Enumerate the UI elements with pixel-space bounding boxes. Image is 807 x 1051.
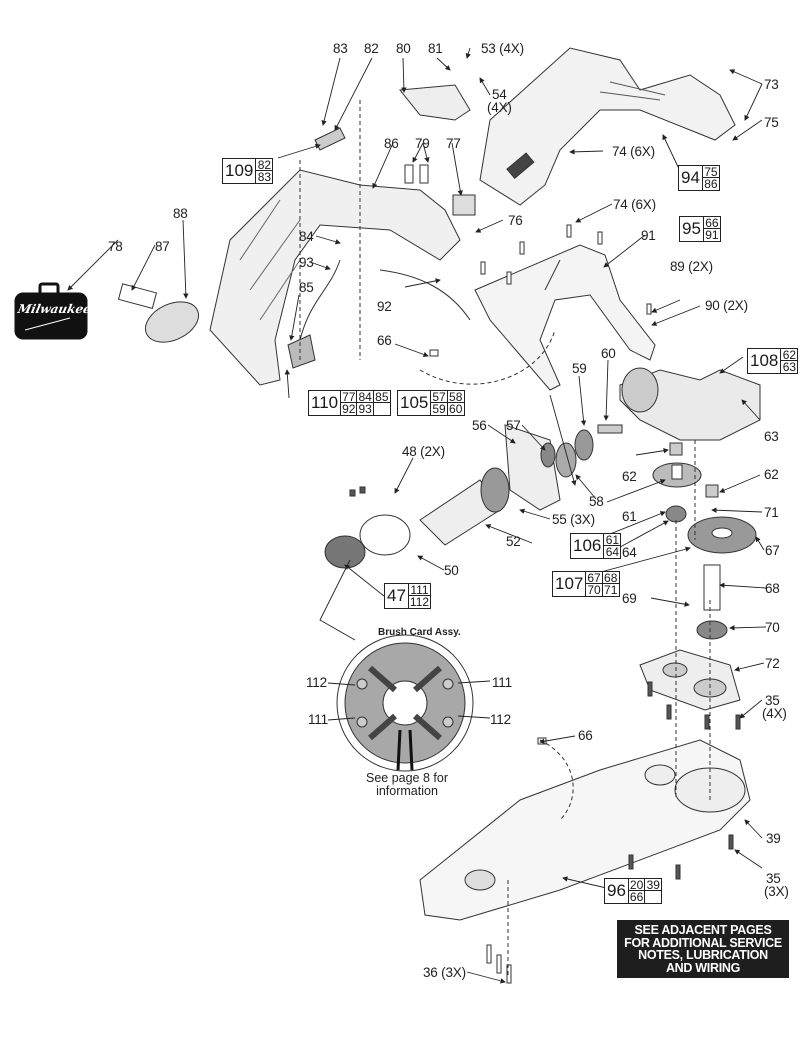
cover-part-80	[399, 84, 471, 121]
kit-box-47: 47 111 112	[384, 583, 432, 609]
kit-box-107: 107 67 70 68 71	[552, 571, 620, 597]
part-label-57: 57	[506, 418, 521, 433]
part-label-62-left: 62	[622, 469, 637, 484]
part-label-52: 52	[506, 534, 521, 549]
part-label-80: 80	[396, 41, 411, 56]
part-label-54: 54	[492, 87, 507, 102]
part-label-91: 91	[641, 228, 656, 243]
part-label-111-left: 111	[308, 712, 328, 727]
part-label-84: 84	[299, 229, 314, 244]
part-label-79: 79	[415, 136, 430, 151]
part-label-75: 75	[764, 115, 779, 130]
part-label-55: 55 (3X)	[552, 512, 595, 527]
part-label-61: 61	[622, 509, 637, 524]
part-label-112-left: 112	[306, 675, 327, 690]
brush-leaders	[319, 559, 491, 721]
part-label-50: 50	[444, 563, 459, 578]
part-label-59: 59	[572, 361, 587, 376]
part-label-83: 83	[333, 41, 348, 56]
brush-card-detail	[336, 634, 474, 772]
part-label-36: 36 (3X)	[423, 965, 466, 980]
kit-box-110: 110 77 92 84 93 85	[308, 390, 391, 416]
part-label-64: 64	[622, 545, 637, 560]
part-label-111-right: 111	[492, 675, 512, 690]
part-label-48: 48 (2X)	[402, 444, 445, 459]
armature	[419, 467, 510, 546]
part-label-87: 87	[155, 239, 170, 254]
part-label-78: 78	[108, 239, 123, 254]
brush-card-title: Brush Card Assy.	[378, 627, 461, 638]
part-label-69: 69	[622, 591, 637, 606]
part-label-82: 82	[364, 41, 379, 56]
part-label-74-mid: 74 (6X)	[613, 197, 656, 212]
part-label-72: 72	[765, 656, 780, 671]
part-label-88: 88	[173, 206, 188, 221]
part-label-85: 85	[299, 280, 314, 295]
brush-card-note: See page 8 for information	[365, 771, 448, 798]
part-label-35-bottom: 35	[766, 871, 781, 886]
part-label-66-top: 66	[377, 333, 392, 348]
part-label-66-bottom: 66	[578, 728, 593, 743]
handle-housing-left	[209, 169, 461, 386]
screws	[349, 224, 741, 984]
carrying-case	[14, 282, 88, 340]
magnet-ring	[359, 514, 411, 556]
kit-box-95: 95 66 91	[679, 216, 721, 242]
part-label-58: 58	[589, 494, 604, 509]
part-label-92: 92	[377, 299, 392, 314]
part-label-81: 81	[428, 41, 443, 56]
part-label-86: 86	[384, 136, 399, 151]
part-label-62-right: 62	[764, 467, 779, 482]
gear-housing	[619, 367, 761, 441]
blade-guard	[474, 244, 656, 391]
kit-box-106: 106 61 64	[570, 533, 622, 559]
part-label-63: 63	[764, 429, 779, 444]
kit-box-109: 109 82 83	[222, 158, 274, 184]
kit-box-108: 108 62 63	[747, 348, 799, 374]
part-label-77: 77	[446, 136, 461, 151]
part-label-54-qty: (4X)	[487, 100, 512, 115]
part-label-93: 93	[299, 255, 314, 270]
milwaukee-logo: Milwaukee	[16, 302, 93, 316]
kit-box-94: 94 75 86	[678, 165, 720, 191]
part-label-60: 60	[601, 346, 616, 361]
part-label-35-top: 35	[765, 693, 780, 708]
kit-box-105: 105 57 59 58 60	[397, 390, 465, 416]
part-label-112-right: 112	[490, 712, 511, 727]
end-plate	[504, 424, 561, 511]
part-label-35-bottom-qty: (3X)	[764, 884, 789, 899]
assembly-lines	[299, 100, 711, 975]
service-notice: SEE ADJACENT PAGES FOR ADDITIONAL SERVIC…	[617, 920, 789, 978]
part-label-71: 71	[764, 505, 779, 520]
handle-housing-right	[479, 47, 736, 206]
part-label-90: 90 (2X)	[705, 298, 748, 313]
part-label-76: 76	[508, 213, 523, 228]
part-label-73: 73	[764, 77, 779, 92]
leader-lines	[67, 47, 767, 984]
part-label-67: 67	[765, 543, 780, 558]
base-housing	[419, 739, 751, 921]
part-label-56: 56	[472, 418, 487, 433]
part-label-68: 68	[765, 581, 780, 596]
part-label-35-top-qty: (4X)	[762, 706, 787, 721]
part-label-89: 89 (2X)	[670, 259, 713, 274]
part-label-39: 39	[766, 831, 781, 846]
part-label-74-top: 74 (6X)	[612, 144, 655, 159]
kit-box-96: 96 20 66 39	[604, 878, 663, 904]
part-label-53: 53 (4X)	[481, 41, 524, 56]
part-label-70: 70	[765, 620, 780, 635]
